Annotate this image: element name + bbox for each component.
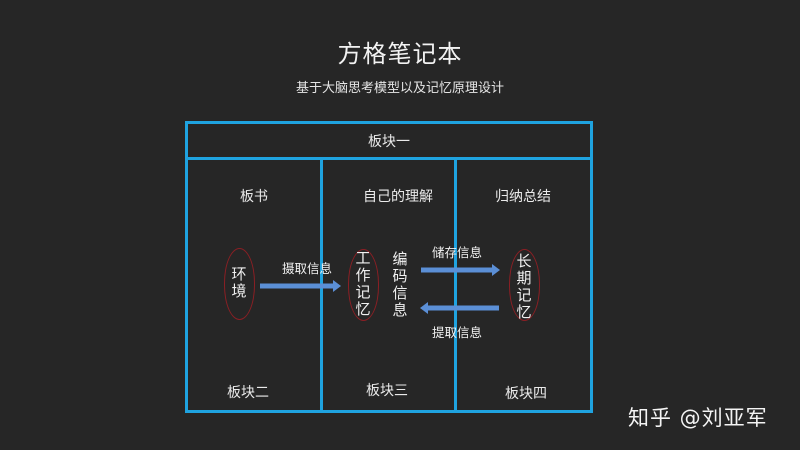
block-four-label: 板块四 <box>505 386 547 402</box>
store-arrow-icon <box>421 264 501 276</box>
encode-label: 编码信息 <box>392 250 408 319</box>
watermark: 知乎 @刘亚军 <box>628 406 768 430</box>
column-heading-understanding: 自己的理解 <box>363 189 433 205</box>
retrieve-arrow-icon <box>419 302 499 314</box>
retrieve-arrow-label: 提取信息 <box>432 325 483 340</box>
working-memory-node <box>348 249 379 321</box>
page-title: 方格笔记本 <box>337 40 463 68</box>
working-memory-label: 工作记忆 <box>355 249 371 318</box>
header-divider <box>185 157 593 160</box>
notebook-grid-frame <box>185 121 593 413</box>
column-divider-2 <box>454 157 457 410</box>
perceive-arrow-icon <box>260 280 342 292</box>
environment-label: 环境 <box>231 265 247 300</box>
store-arrow-label: 储存信息 <box>432 245 483 260</box>
environment-node <box>224 248 255 320</box>
perceive-arrow-label: 摄取信息 <box>282 261 333 276</box>
page-subtitle: 基于大脑思考模型以及记忆原理设计 <box>295 81 504 96</box>
long-term-memory-node <box>509 249 540 321</box>
long-term-memory-label: 长期记忆 <box>516 252 532 321</box>
block-one-label: 板块一 <box>368 134 410 150</box>
column-heading-summary: 归纳总结 <box>495 189 551 205</box>
block-three-label: 板块三 <box>366 383 408 399</box>
block-two-label: 板块二 <box>227 385 269 401</box>
column-heading-board: 板书 <box>240 189 268 205</box>
